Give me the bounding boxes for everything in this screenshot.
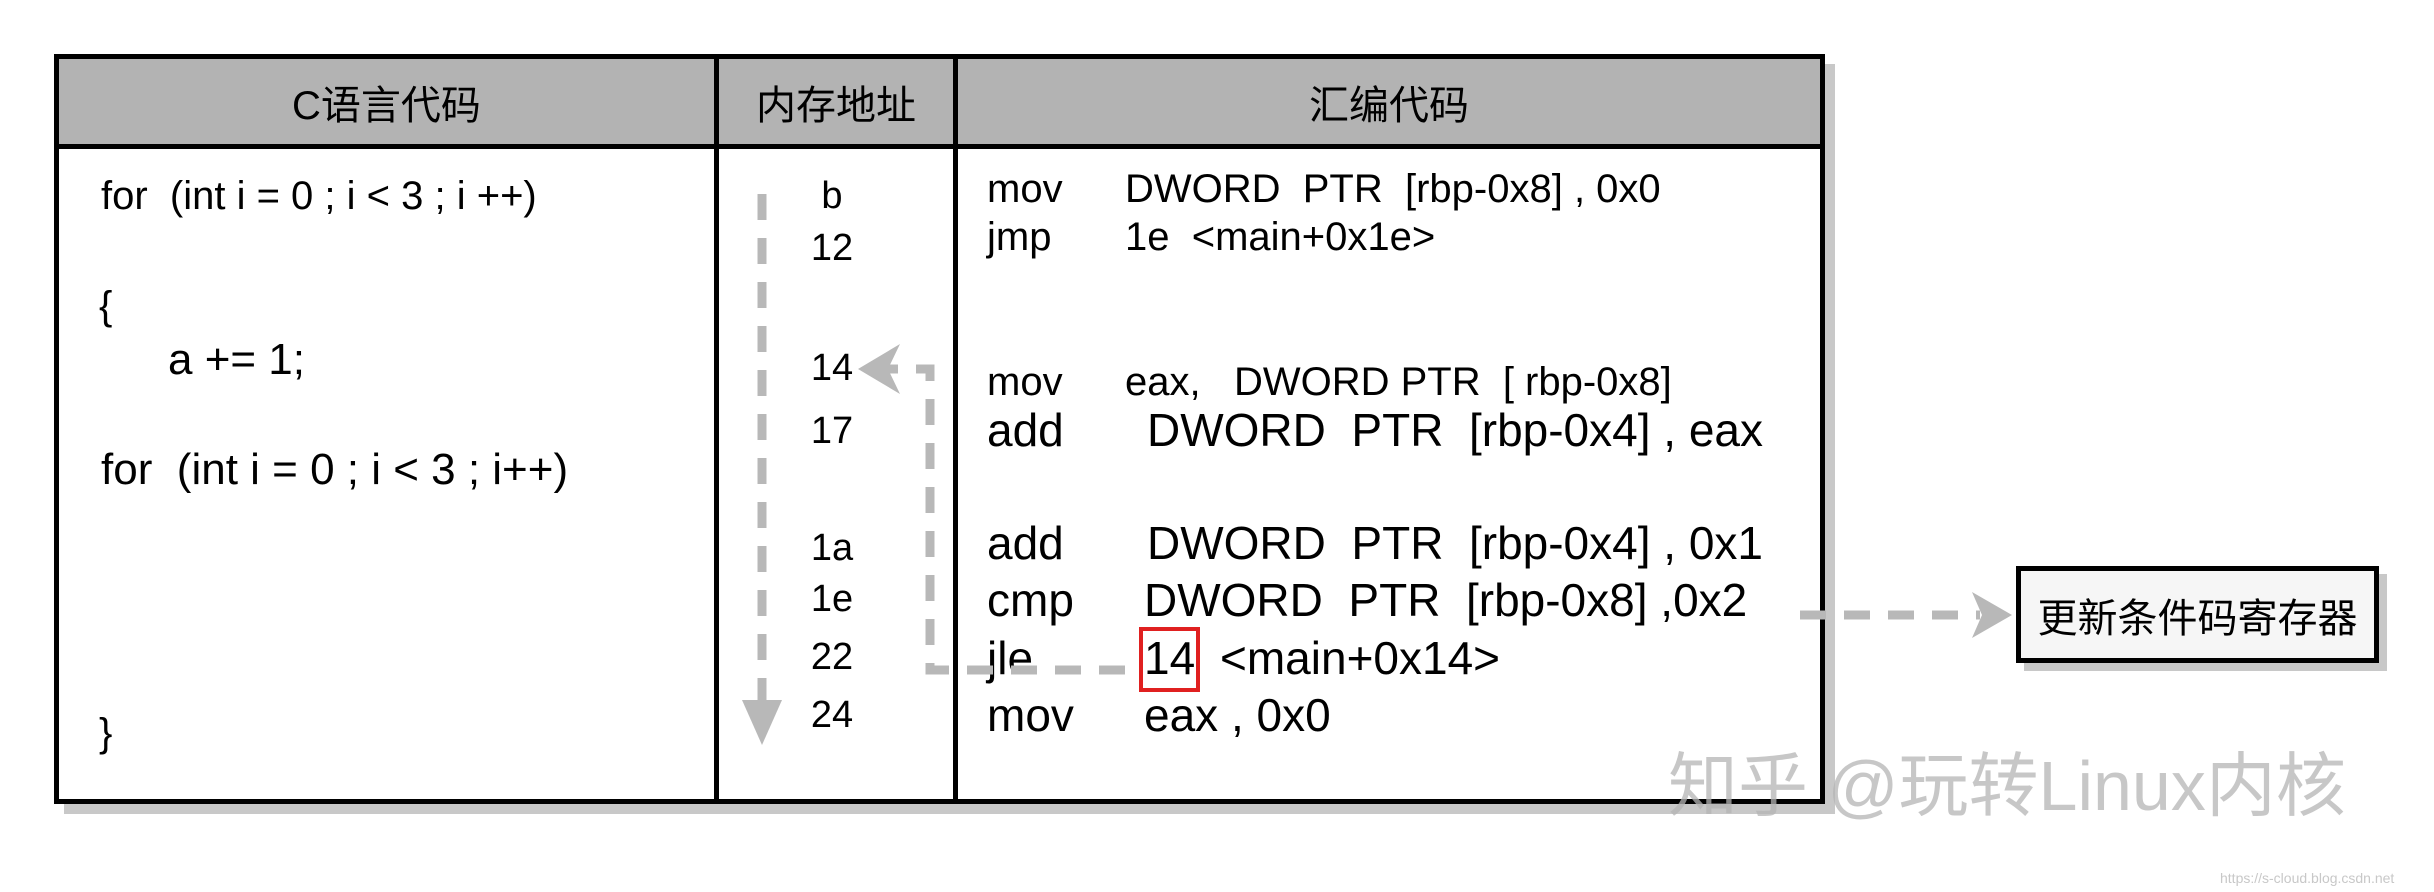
c-code-line: a += 1; bbox=[168, 335, 306, 384]
c-code-line: for (int i = 0 ; i < 3 ; i++) bbox=[101, 445, 569, 494]
asm-args: <main+0x14> bbox=[1220, 632, 1501, 684]
asm-line: mov DWORD PTR [rbp-0x8] , 0x0 bbox=[987, 167, 1661, 211]
loop-back-arrow bbox=[885, 364, 1125, 675]
watermark: 知乎 @玩转Linux内核 bbox=[1668, 747, 2346, 825]
asm-op: add bbox=[987, 404, 1064, 456]
address: 1e bbox=[810, 578, 854, 620]
asm-args: 1e <main+0x1e> bbox=[1125, 215, 1436, 259]
asm-line: add DWORD PTR [rbp-0x4] , eax bbox=[987, 404, 1763, 456]
asm-line: jmp 1e <main+0x1e> bbox=[987, 215, 1435, 259]
header-label: 内存地址 bbox=[756, 83, 916, 128]
jump-target: 14 bbox=[1144, 632, 1196, 684]
column-divider bbox=[953, 54, 958, 804]
address: 14 bbox=[810, 347, 854, 389]
address: 12 bbox=[810, 227, 854, 269]
address: b bbox=[821, 175, 843, 217]
comparison-table bbox=[54, 54, 1825, 804]
asm-line: add DWORD PTR [rbp-0x4] , 0x1 bbox=[987, 517, 1763, 569]
asm-op: jmp bbox=[987, 215, 1052, 259]
arrowhead-down bbox=[742, 700, 782, 745]
asm-args: DWORD PTR [rbp-0x8] , 0x0 bbox=[1125, 167, 1661, 211]
c-code-line: for (int i = 0 ; i < 3 ; i ++) bbox=[101, 174, 537, 218]
asm-op: mov bbox=[987, 689, 1074, 741]
column-divider bbox=[714, 54, 719, 804]
arrowhead-right bbox=[1972, 592, 2012, 638]
arrowhead-left bbox=[858, 344, 900, 394]
header-label: C语言代码 bbox=[292, 83, 481, 128]
asm-line: mov eax, DWORD PTR [ rbp-0x8] bbox=[987, 360, 1672, 404]
jump-target-highlight bbox=[1139, 627, 1200, 692]
asm-args: eax , 0x0 bbox=[1144, 689, 1331, 741]
header-assembly: 汇编代码 bbox=[958, 59, 1820, 149]
asm-op: mov bbox=[987, 167, 1063, 211]
asm-line: cmp DWORD PTR [rbp-0x8] ,0x2 bbox=[987, 574, 1747, 626]
c-code-line: } bbox=[99, 711, 113, 755]
header-label: 汇编代码 bbox=[1309, 83, 1469, 128]
c-code-line: { bbox=[99, 284, 113, 328]
watermark-url: https://s-cloud.blog.csdn.net bbox=[2220, 870, 2395, 886]
side-box-label: 更新条件码寄存器 bbox=[2037, 596, 2358, 641]
asm-op: mov bbox=[987, 360, 1063, 404]
header-c-code: C语言代码 bbox=[59, 59, 714, 149]
address: 17 bbox=[810, 410, 854, 452]
address: 22 bbox=[810, 636, 854, 678]
asm-args: DWORD PTR [rbp-0x4] , 0x1 bbox=[1147, 517, 1764, 569]
asm-op: cmp bbox=[987, 574, 1074, 626]
asm-line: mov eax , 0x0 bbox=[987, 689, 1331, 741]
address: 1a bbox=[810, 527, 854, 569]
asm-args: DWORD PTR [rbp-0x4] , eax bbox=[1147, 404, 1764, 456]
asm-args: eax, DWORD PTR [ rbp-0x8] bbox=[1125, 360, 1672, 404]
condition-code-register-box: 更新条件码寄存器 bbox=[2016, 566, 2379, 663]
address: 24 bbox=[810, 694, 854, 736]
asm-op: add bbox=[987, 517, 1064, 569]
header-address: 内存地址 bbox=[719, 59, 953, 149]
asm-args: DWORD PTR [rbp-0x8] ,0x2 bbox=[1144, 574, 1748, 626]
